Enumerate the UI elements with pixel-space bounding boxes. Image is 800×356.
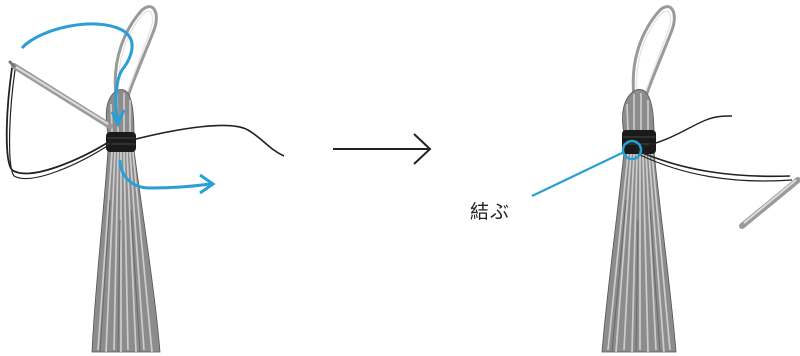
tassel-left-loop: [113, 5, 158, 97]
wrap-arrow-top: [20, 22, 134, 123]
knot-label: 結ぶ: [470, 201, 511, 223]
tassel-right-loop: [631, 5, 676, 97]
tassel-left: [91, 5, 161, 353]
wrap-arrow-bottom: [118, 159, 211, 190]
knot-marker: [621, 139, 643, 161]
needle-left: [8, 60, 113, 129]
thread-right-upper: [635, 115, 733, 149]
tassel-right-head: [622, 89, 655, 135]
tassel-right: [601, 5, 677, 353]
tassel-right-skirt: [601, 151, 677, 353]
tassel-right-binding: [622, 130, 656, 154]
thread-right-lower: [635, 149, 791, 178]
thread-left-tail: [131, 124, 285, 157]
tassel-left-head: [105, 89, 135, 135]
process-arrow: [333, 133, 432, 165]
tassel-left-binding: [106, 132, 136, 152]
knot-leader-line: [531, 151, 625, 197]
needle-right: [739, 177, 800, 229]
